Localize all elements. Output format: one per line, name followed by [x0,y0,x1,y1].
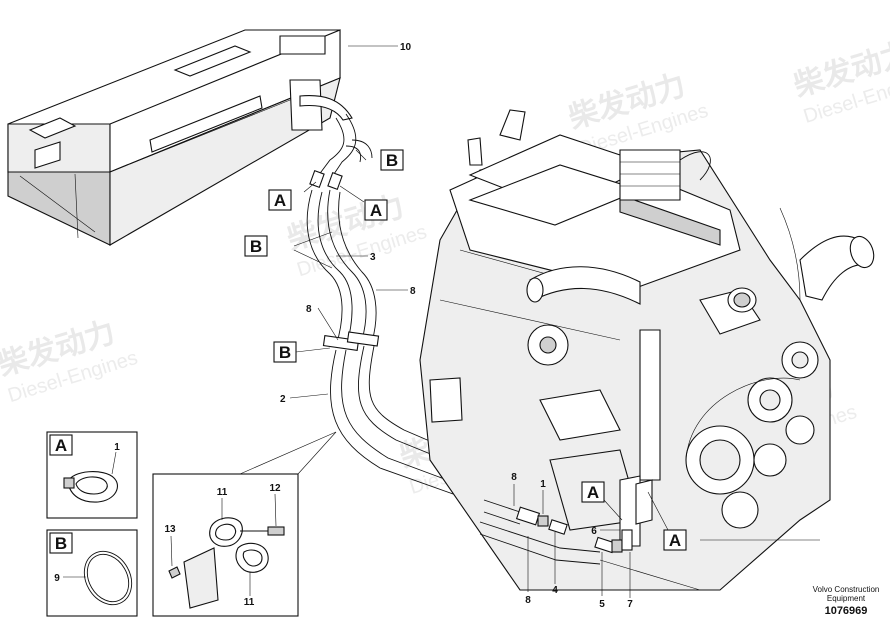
engine-block [419,109,875,591]
engine-connection-hoses [479,499,633,565]
callout-8-left: 8 [306,304,312,315]
callout-8-conn-top: 8 [511,472,517,483]
svg-text:A: A [587,483,599,502]
detail-a-tag: A [55,436,67,455]
callout-8-right: 8 [410,286,416,297]
callout-8-conn-bottom: 8 [525,595,531,606]
svg-text:A: A [669,531,681,550]
turbo-outlet [699,287,761,335]
tag-box-b-low: B [273,341,297,363]
tag-box-a-engine-1: A [581,481,605,503]
heater-unit [7,29,353,246]
svg-text:B: B [386,151,398,170]
detail-box-clip: 11 12 13 11 [152,431,337,617]
coolant-coil [619,149,711,201]
callout-4: 4 [552,585,558,596]
turbo-elbow [799,235,875,301]
svg-text:A: A [370,201,382,220]
hose-clamp [63,471,118,503]
callout-3: 3 [370,252,376,263]
callout-9: 9 [54,573,60,584]
hose-clip-assembly [168,517,285,609]
detail-box-a: A 1 [46,431,138,519]
heater-outlet-pipes [309,113,373,190]
callout-11-top: 11 [217,487,228,498]
callout-2: 2 [280,394,286,405]
callout-1: 1 [540,479,546,490]
tag-box-a-top-right: A [364,199,388,221]
tag-box-a-top-left: A [268,189,292,211]
callout-11-bottom: 11 [244,597,255,608]
detail-b-tag: B [55,534,67,553]
svg-text:B: B [279,343,291,362]
credit-line-2: Equipment [827,594,866,603]
pulley-group [685,341,819,529]
svg-text:A: A [274,191,286,210]
tag-box-b-mid: B [244,235,268,257]
callout-7: 7 [627,599,633,610]
callout-10: 10 [400,42,412,53]
o-ring [83,550,133,606]
intake-pipe [526,266,641,305]
tag-box-b-top: B [380,149,404,171]
detail-box-b: B 9 [46,529,138,617]
svg-text:B: B [250,237,262,256]
document-number: 1076969 [825,605,868,617]
callout-6: 6 [591,526,597,537]
callout-1-detail-a: 1 [114,442,120,453]
credit-line-1: Volvo Construction [813,585,880,594]
tag-box-a-engine-2: A [663,529,687,551]
callout-13: 13 [164,524,176,535]
callout-5: 5 [599,599,605,610]
callout-12: 12 [269,483,281,494]
callout-leaders [289,45,669,598]
